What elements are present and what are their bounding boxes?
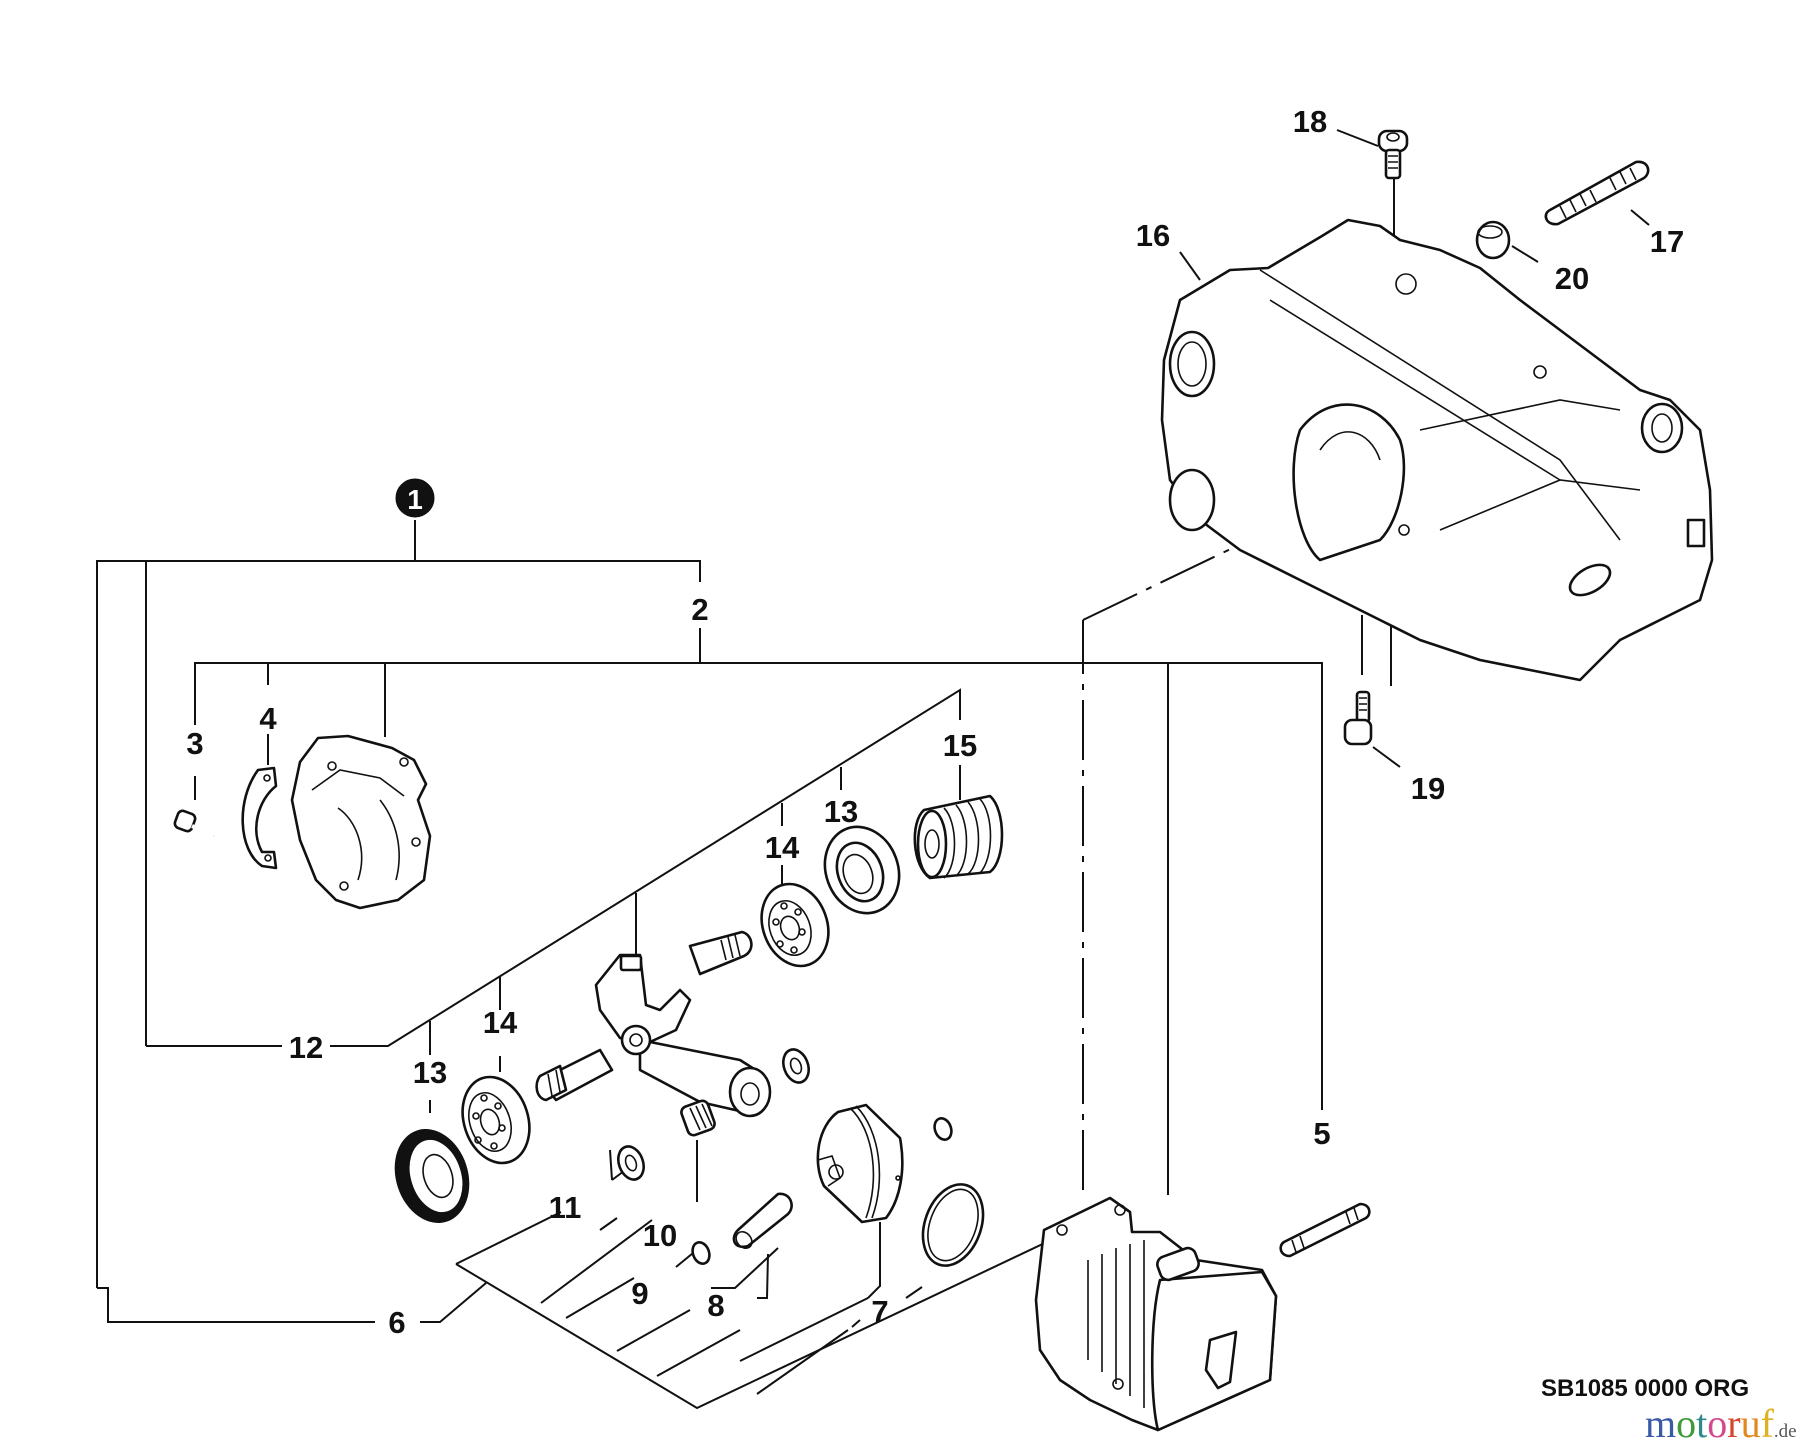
callout-3: 3 — [186, 726, 203, 761]
plug-part-20 — [1475, 220, 1511, 260]
stud-part-17 — [1544, 160, 1650, 226]
oil-seal-part-13-right — [823, 825, 901, 915]
piston-part — [816, 1103, 904, 1224]
callout-5: 5 — [1313, 1116, 1330, 1151]
watermark-letter: u — [1740, 1401, 1761, 1446]
callout-13-right: 13 — [824, 794, 858, 829]
bearing-part-14-right — [760, 882, 830, 968]
washer-part-11 — [617, 1145, 645, 1181]
sleeve-part-15 — [913, 794, 1004, 880]
callout-9: 9 — [631, 1276, 648, 1311]
watermark-letter: o — [1707, 1401, 1728, 1446]
bolt-part-18 — [1377, 129, 1409, 180]
circlip-part-9 — [691, 1241, 711, 1265]
stud-part-5 — [1279, 1202, 1371, 1258]
engine-housing-part-16 — [1160, 218, 1714, 682]
callout-18: 18 — [1293, 104, 1327, 139]
callout-4: 4 — [259, 701, 277, 736]
callout-labels: 1 2 3 4 5 6 7 8 9 10 11 12 13 13 14 14 1… — [186, 104, 1684, 1340]
assembly-marker-label: 1 — [407, 484, 423, 515]
callout-19: 19 — [1411, 771, 1445, 806]
parts — [173, 129, 1714, 1432]
callout-14-right: 14 — [765, 830, 800, 865]
callout-14-left: 14 — [483, 1005, 518, 1040]
crankshaft-part-12 — [535, 930, 772, 1118]
callout-17: 17 — [1650, 224, 1684, 259]
watermark-tld: .de — [1773, 1421, 1797, 1442]
washer-part-right — [782, 1048, 810, 1084]
watermark-letter: f — [1760, 1401, 1774, 1446]
bolt-part-19 — [1343, 690, 1373, 746]
bolt-part-3 — [173, 809, 215, 838]
callout-6: 6 — [388, 1305, 405, 1340]
piston-pin-part-8 — [732, 1192, 793, 1250]
watermark-letter: t — [1696, 1401, 1708, 1446]
clamp-part-4 — [241, 766, 278, 870]
diagram-code: SB1085 0000 ORG — [1541, 1375, 1750, 1402]
assembly-marker-badge — [395, 478, 435, 518]
needle-bearing-part-10 — [680, 1099, 716, 1137]
callout-2: 2 — [691, 592, 708, 627]
watermark-letter: m — [1645, 1401, 1677, 1446]
callout-13-left: 13 — [413, 1055, 447, 1090]
circlip-part-piston — [933, 1117, 953, 1141]
oil-seal-part-13-left — [394, 1129, 470, 1223]
callout-12: 12 — [289, 1030, 323, 1065]
watermark-logo: motoruf.de — [1645, 1400, 1797, 1447]
bearing-part-14-left — [461, 1075, 531, 1165]
watermark-letter: o — [1676, 1401, 1697, 1446]
callout-20: 20 — [1555, 261, 1589, 296]
callout-8: 8 — [707, 1288, 724, 1323]
callout-15: 15 — [943, 728, 977, 763]
crankcase-part-2 — [290, 734, 432, 910]
watermark-letter: r — [1727, 1401, 1741, 1446]
callout-10: 10 — [643, 1218, 677, 1253]
cylinder-part — [1034, 1196, 1278, 1432]
callout-16: 16 — [1136, 218, 1170, 253]
callout-11: 11 — [549, 1190, 582, 1225]
callout-7: 7 — [871, 1294, 888, 1329]
